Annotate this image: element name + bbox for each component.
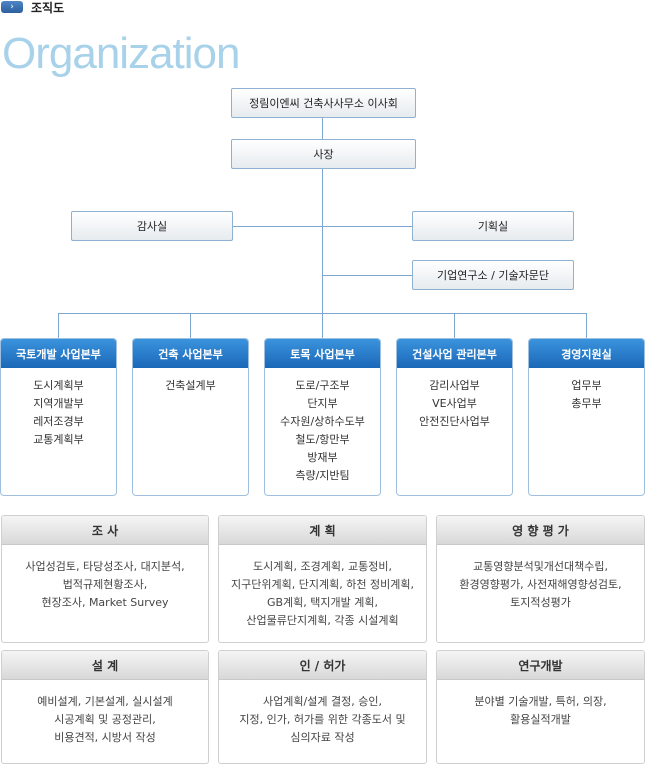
- category-title: 조 사: [2, 516, 208, 545]
- category-permits: 인 / 허가 사업계획/설계 결정, 승인, 지정, 인가, 허가를 위한 각종…: [218, 650, 427, 764]
- category-planning: 계 획 도시계획, 조경계획, 교통정비, 지구단위계획, 단지계획, 하천 정…: [218, 515, 427, 643]
- category-description: 교통영향분석및개선대책수립, 환경영향평가, 사전재해영향성검토, 토지적성평가: [459, 560, 622, 609]
- category-design: 설 계 예비설계, 기본설계, 실시설계 시공계획 및 공정관리, 비용견적, …: [1, 650, 209, 764]
- category-description: 사업계획/설계 결정, 승인, 지정, 인가, 허가를 위한 각종도서 및 심의…: [239, 695, 406, 744]
- category-description: 예비설계, 기본설계, 실시설계 시공계획 및 공정관리, 비용견적, 시방서 …: [37, 695, 173, 744]
- team-item: 도시계획부: [33, 379, 84, 392]
- team-item: 업무부: [571, 379, 602, 392]
- board-box: 정림이엔씨 건축사사무소 이사회: [231, 88, 416, 118]
- team-item: 레저조경부: [33, 415, 84, 428]
- category-survey: 조 사 사업성검토, 타당성조사, 대지분석, 법적규제현황조사, 현장조사, …: [1, 515, 209, 643]
- division-architecture: 건축 사업본부 건축설계부: [132, 338, 249, 496]
- division-title: 토목 사업본부: [265, 339, 380, 368]
- breadcrumb-label: 조직도: [31, 0, 65, 15]
- team-item: 철도/항만부: [295, 433, 350, 446]
- category-title: 계 획: [219, 516, 426, 545]
- team-item: 감리사업부: [429, 379, 480, 392]
- team-item: 안전진단사업부: [419, 415, 490, 428]
- team-item: VE사업부: [432, 397, 477, 410]
- division-title: 경영지원실: [529, 339, 644, 368]
- category-title: 연구개발: [437, 651, 644, 680]
- category-title: 인 / 허가: [219, 651, 426, 680]
- division-civil-engineering: 토목 사업본부 도로/구조부 단지부 수자원/상하수도부 철도/항만부 방재부 …: [264, 338, 381, 496]
- page-title: Organization: [2, 29, 240, 78]
- team-item: 지역개발부: [33, 397, 84, 410]
- category-description: 도시계획, 조경계획, 교통정비, 지구단위계획, 단지계획, 하천 정비계획,…: [231, 560, 414, 627]
- team-item: 도로/구조부: [295, 379, 350, 392]
- division-land-development: 국토개발 사업본부 도시계획부 지역개발부 레저조경부 교통계획부: [0, 338, 117, 496]
- research-institute-box: 기업연구소 / 기술자문단: [412, 260, 574, 290]
- team-item: 측량/지반팀: [295, 469, 350, 482]
- team-item: 방재부: [307, 451, 338, 464]
- team-item: 단지부: [307, 397, 338, 410]
- chevron-right-icon: ›: [1, 1, 23, 13]
- division-management-support: 경영지원실 업무부 총무부: [528, 338, 645, 496]
- team-item: 건축설계부: [165, 379, 216, 392]
- team-item: 수자원/상하수도부: [280, 415, 365, 428]
- division-title: 국토개발 사업본부: [1, 339, 116, 368]
- division-title: 건축 사업본부: [133, 339, 248, 368]
- team-item: 총무부: [571, 397, 602, 410]
- category-title: 설 계: [2, 651, 208, 680]
- category-description: 분야별 기술개발, 특허, 의장, 활용실적개발: [474, 695, 607, 726]
- planning-office-box: 기획실: [412, 211, 574, 241]
- breadcrumb: › 조직도: [1, 0, 65, 15]
- team-item: 교통계획부: [33, 433, 84, 446]
- category-title: 영 향 평 가: [437, 516, 644, 545]
- division-title: 건설사업 관리본부: [397, 339, 512, 368]
- audit-office-box: 감사실: [71, 211, 233, 241]
- president-box: 사장: [231, 139, 416, 169]
- division-construction-management: 건설사업 관리본부 감리사업부 VE사업부 안전진단사업부: [396, 338, 513, 496]
- category-research-development: 연구개발 분야별 기술개발, 특허, 의장, 활용실적개발: [436, 650, 645, 764]
- category-impact-assessment: 영 향 평 가 교통영향분석및개선대책수립, 환경영향평가, 사전재해영향성검토…: [436, 515, 645, 643]
- category-description: 사업성검토, 타당성조사, 대지분석, 법적규제현황조사, 현장조사, Mark…: [25, 560, 185, 609]
